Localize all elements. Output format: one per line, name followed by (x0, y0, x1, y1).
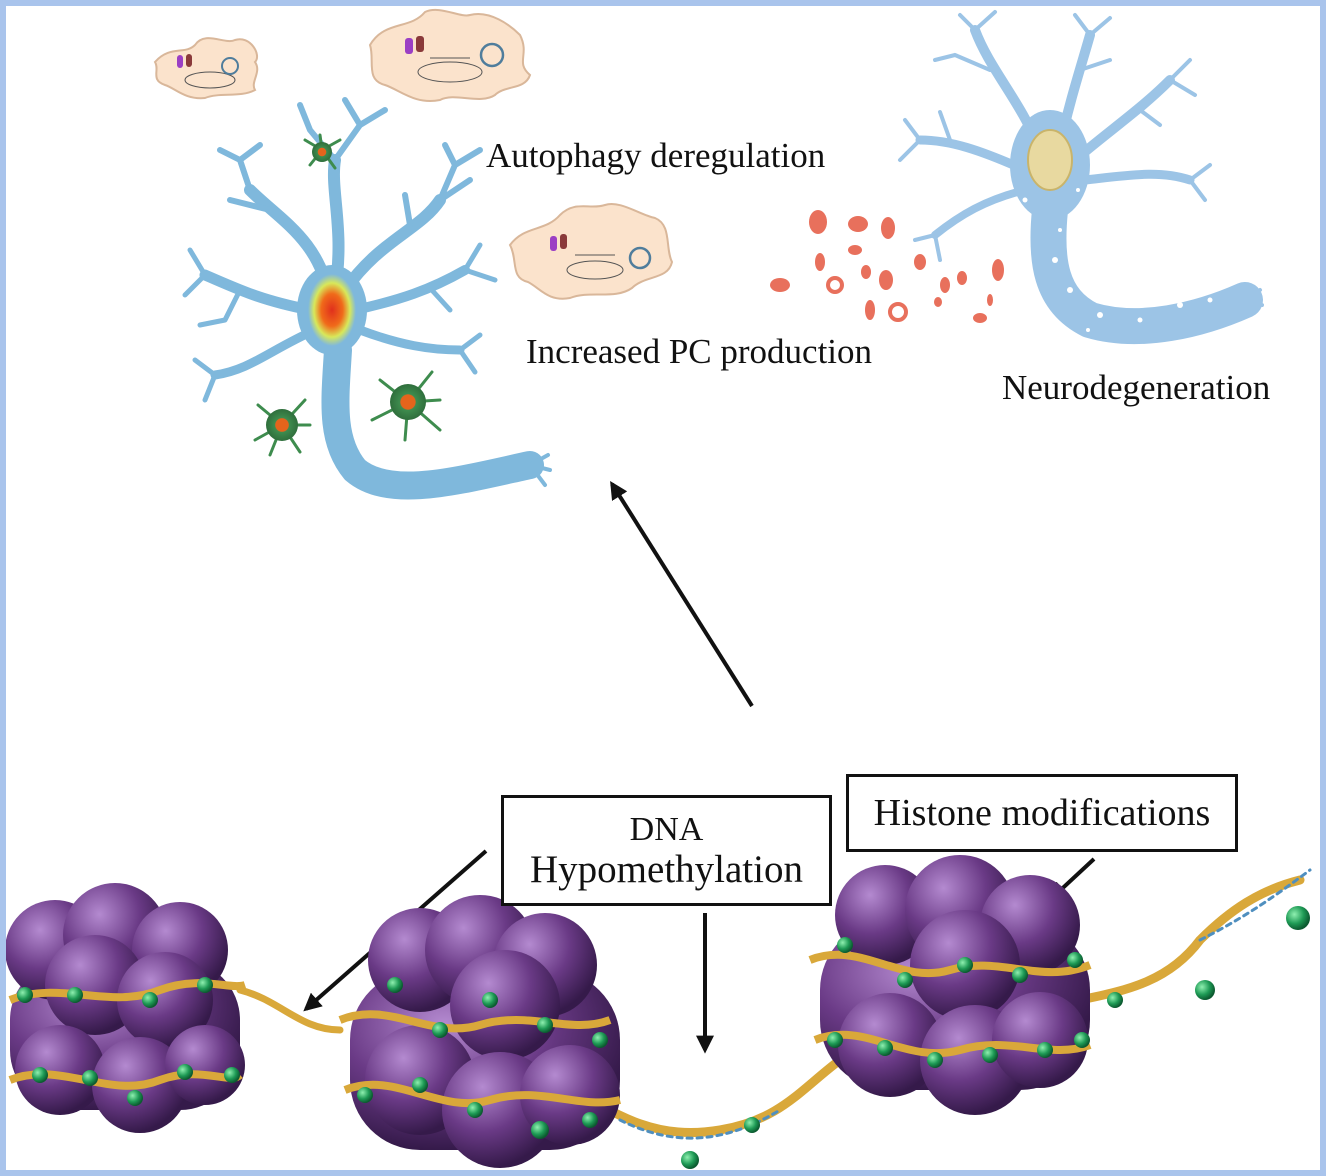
microglia-cell-top (303, 133, 342, 170)
dna-label: DNA (629, 811, 704, 848)
arrow-to-neuron (610, 480, 754, 708)
dna-beads-linker (681, 906, 1310, 1169)
histone-modifications-box: Histone modifications (846, 774, 1238, 852)
dna-beads-left (17, 977, 240, 1106)
healthy-neuron-nucleus (308, 274, 356, 346)
diagram-artwork (6, 8, 1312, 1169)
microglia-cell-right (370, 370, 442, 442)
neuron-degeneration-spots (1022, 188, 1213, 332)
microglia-cell-left (253, 398, 312, 457)
dna-hypomethylation-box: DNA Hypomethylation (501, 795, 832, 906)
autophagy-label: Autophagy deregulation (486, 136, 826, 175)
neurodegeneration-label: Neurodegeneration (1002, 368, 1271, 407)
degenerating-neuron-nucleus (1027, 129, 1073, 191)
nucleosome-right (808, 855, 1092, 1115)
pc-particles (770, 210, 1004, 323)
macrophage-cell-center (508, 203, 674, 300)
nucleosome-left (6, 883, 247, 1133)
macrophage-cell-small (153, 37, 259, 100)
dna-beads-right (827, 937, 1090, 1068)
hypomethylation-label: Hypomethylation (530, 848, 803, 891)
pc-production-label: Increased PC production (526, 332, 873, 371)
dna-beads-center (357, 977, 608, 1139)
macrophage-cell-medium (368, 8, 532, 102)
nucleosome-center (338, 895, 621, 1168)
